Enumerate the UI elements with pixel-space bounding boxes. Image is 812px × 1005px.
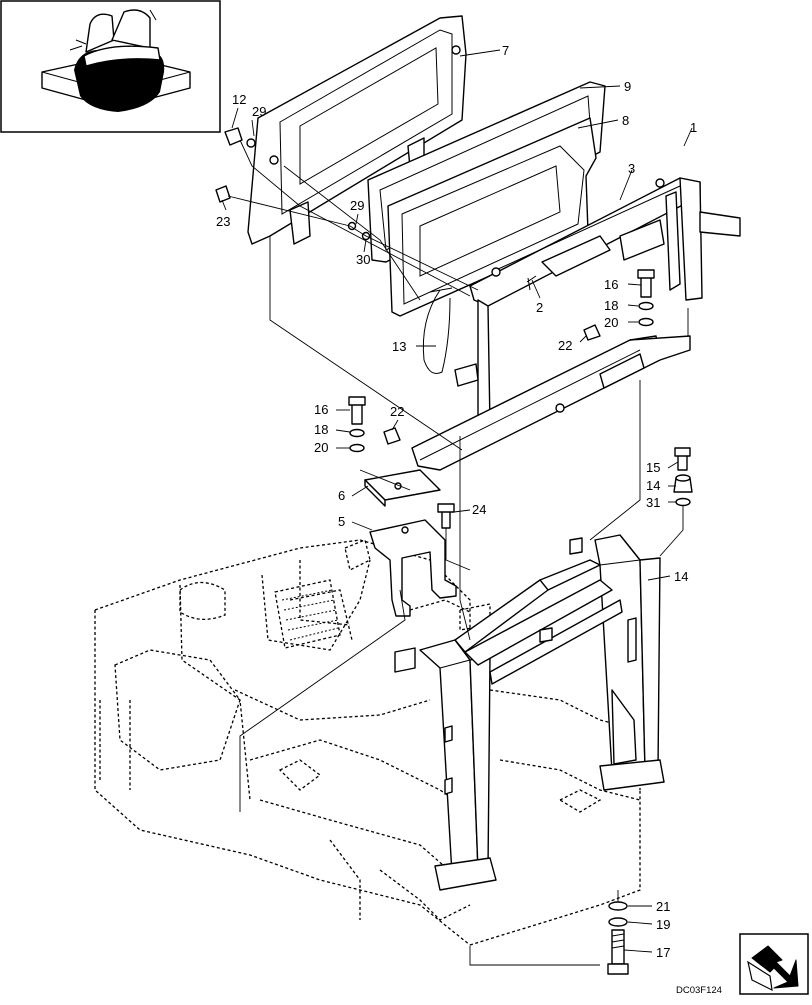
callout-21: 21 (656, 899, 670, 914)
callout-1: 1 (690, 120, 697, 135)
trim-panel-inner (387, 117, 597, 317)
callout-14-frame: 14 (674, 569, 688, 584)
assembly-lines (227, 139, 689, 966)
callout-2: 2 (536, 300, 543, 315)
seat-location-icon (41, 9, 191, 112)
callout-7: 7 (502, 43, 509, 58)
next-page-button[interactable] (739, 933, 809, 995)
callout-23: 23 (216, 214, 230, 229)
callout-17: 17 (656, 945, 670, 960)
callout-16-right: 16 (604, 277, 618, 292)
drawing-code: DC03F124 (676, 985, 722, 996)
callout-29-mid: 29 (350, 198, 364, 213)
callout-15: 15 (646, 460, 660, 475)
arrow-next-icon (747, 945, 799, 992)
callout-30: 30 (356, 252, 370, 267)
callout-6: 6 (338, 488, 345, 503)
callout-12: 12 (232, 92, 246, 107)
callout-22-right: 22 (558, 338, 572, 353)
seat-support-frame (454, 177, 741, 427)
mount-bracket (369, 519, 457, 617)
callout-16-left: 16 (314, 402, 328, 417)
callout-13: 13 (392, 339, 406, 354)
callout-leaders (221, 49, 693, 953)
callout-22-left: 22 (390, 404, 404, 419)
callout-9: 9 (624, 79, 631, 94)
callout-18-right: 18 (604, 298, 618, 313)
callout-labels: 7 9 8 1 3 12 29 23 29 30 2 13 16 18 20 2… (216, 43, 697, 960)
mount-plate (364, 469, 441, 507)
callout-14-top: 14 (646, 478, 660, 493)
callout-3: 3 (628, 161, 635, 176)
callout-24: 24 (472, 502, 486, 517)
callout-5: 5 (338, 514, 345, 529)
callout-18-left: 18 (314, 422, 328, 437)
key-view-inset (0, 0, 221, 133)
callout-19: 19 (656, 917, 670, 932)
phantom-radiator-hatch (274, 579, 341, 649)
callout-29-top: 29 (252, 104, 266, 119)
seat-frame-bracket (394, 534, 665, 891)
callout-8: 8 (622, 113, 629, 128)
callout-20-left: 20 (314, 440, 328, 455)
callout-20-right: 20 (604, 315, 618, 330)
callout-31: 31 (646, 495, 660, 510)
base-frame-phantom (94, 539, 641, 946)
